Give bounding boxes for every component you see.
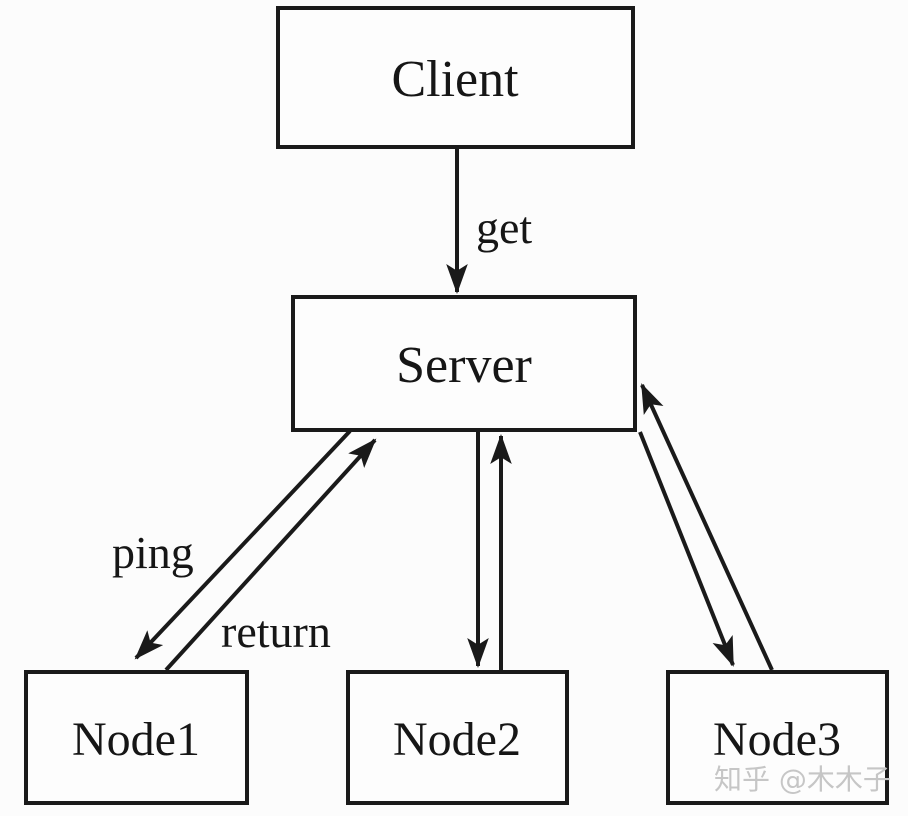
edge-server-node2 bbox=[467, 431, 512, 670]
edge-label-ping: ping bbox=[112, 527, 194, 578]
node-node2: Node2 bbox=[346, 670, 569, 805]
edge-label-return: return bbox=[221, 606, 331, 657]
arrow-node3-to-server bbox=[640, 383, 774, 671]
arrow-server-to-node3 bbox=[638, 431, 735, 667]
node2-label: Node2 bbox=[393, 713, 521, 766]
edge-client-to-server: get bbox=[446, 149, 532, 294]
arrow-ping bbox=[134, 429, 352, 660]
edge-server-node3 bbox=[638, 383, 774, 671]
arrow-return bbox=[164, 438, 377, 672]
node-server: Server bbox=[291, 295, 637, 432]
node2-box bbox=[346, 670, 569, 805]
node-client: Client bbox=[276, 6, 635, 149]
node-node1: Node1 bbox=[24, 670, 249, 805]
client-label: Client bbox=[391, 51, 519, 108]
node-node3: Node3 bbox=[666, 670, 889, 805]
node3-label: Node3 bbox=[713, 713, 841, 766]
client-box bbox=[276, 6, 635, 149]
node3-box bbox=[666, 670, 889, 805]
server-label: Server bbox=[396, 337, 532, 394]
watermark: 知乎 @木木子 bbox=[714, 763, 891, 796]
edge-label-get: get bbox=[476, 202, 532, 253]
node1-box bbox=[24, 670, 249, 805]
server-box bbox=[291, 295, 637, 432]
edge-server-node1: ping return bbox=[112, 429, 377, 672]
node1-label: Node1 bbox=[72, 713, 200, 766]
